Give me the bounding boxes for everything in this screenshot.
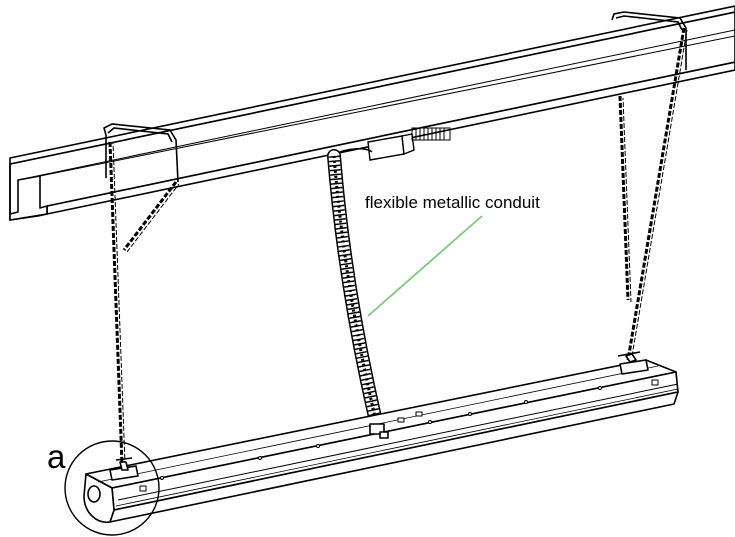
fixture-hook-left <box>109 457 139 481</box>
fixture-hook-right <box>617 351 649 375</box>
strut-channel <box>9 5 735 221</box>
luminaire-fixture <box>83 351 679 523</box>
flexible-conduit <box>327 149 385 437</box>
conduit-connector <box>411 127 451 141</box>
detail-a-label: a <box>47 438 66 475</box>
conduit-leader-line <box>367 215 483 317</box>
chain-left <box>108 141 180 465</box>
strut-channel-end <box>9 164 48 221</box>
hanger-clip-left <box>103 123 179 183</box>
conduit-callout-label: flexible metallic conduit <box>365 193 540 212</box>
chain-right <box>618 27 688 363</box>
fixture-knockouts <box>139 379 659 492</box>
detail-circle <box>64 440 160 536</box>
junction-box <box>329 127 451 161</box>
strut-channel-top <box>9 5 735 165</box>
conduit-entry-fitting <box>369 423 389 439</box>
